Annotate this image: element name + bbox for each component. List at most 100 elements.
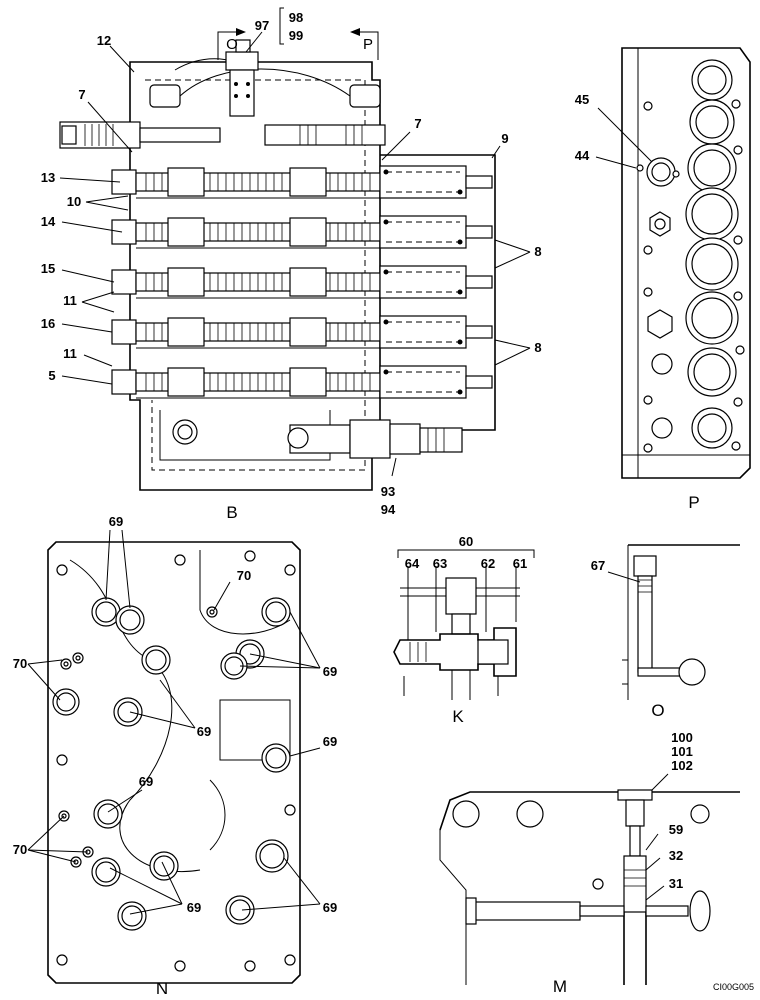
drawing-code: CI00G005: [713, 982, 754, 992]
callout-61: 61: [513, 556, 527, 571]
callout-98: 98: [289, 10, 303, 25]
callout-62: 62: [481, 556, 495, 571]
spring-cap: [379, 365, 493, 399]
face-port: [91, 857, 121, 887]
cap-plug: [465, 225, 493, 239]
cap-body: [379, 315, 467, 349]
port-bore: [259, 843, 285, 869]
cap-body: [379, 165, 467, 199]
bolt-hole: [731, 441, 741, 451]
callout-69-bottom-center: 69: [187, 900, 201, 915]
view-label-k: K: [452, 707, 464, 726]
port-bore: [265, 747, 287, 769]
spool-end-cap: [111, 269, 137, 295]
callout-11-lower: 11: [63, 346, 77, 361]
callout-13: 13: [41, 170, 55, 185]
port-bore: [691, 193, 733, 235]
spool-row: [111, 217, 381, 249]
face-port: [685, 237, 739, 291]
face-port: [685, 187, 739, 241]
bolt: [457, 239, 463, 245]
face-port: [113, 697, 143, 727]
port-bore: [697, 413, 727, 443]
pilot-hole-inner: [75, 655, 81, 661]
bolt-hole: [643, 287, 653, 297]
face-port: [685, 291, 739, 345]
spool-port: [289, 217, 327, 247]
pilot-hole: [206, 606, 218, 618]
face-port: [261, 743, 291, 773]
cap-body: [379, 265, 467, 299]
face-port: [687, 143, 737, 193]
bolt: [457, 339, 463, 345]
port-bore: [119, 609, 141, 631]
callout-69-top: 69: [109, 514, 123, 529]
callout-59: 59: [669, 822, 683, 837]
bolt: [457, 189, 463, 195]
spool-end-cap: [111, 319, 137, 345]
spool-port: [289, 167, 327, 197]
bolt-hole: [733, 235, 743, 245]
face-port: [687, 347, 737, 397]
bolt-hole: [56, 754, 68, 766]
callout-14: 14: [41, 214, 56, 229]
view-label-n: N: [156, 979, 168, 998]
section-mark-o: O: [226, 36, 238, 53]
callout-9: 9: [501, 131, 508, 146]
pilot-hole: [72, 652, 84, 664]
spool-port: [167, 367, 205, 397]
spool-port: [167, 217, 205, 247]
spool-row: [111, 367, 381, 399]
face-port: [115, 605, 145, 635]
bolt-hole: [174, 554, 186, 566]
bolt: [457, 289, 463, 295]
port-bore: [121, 905, 143, 927]
spring-cap: [379, 215, 493, 249]
bolt: [383, 219, 389, 225]
port-bore: [117, 701, 139, 723]
spring-cap: [379, 315, 493, 349]
bolt-hole: [733, 145, 743, 155]
spool-sections: [111, 167, 381, 399]
view-label-m: M: [553, 977, 567, 996]
callout-44: 44: [575, 148, 590, 163]
port-bore: [691, 243, 733, 285]
port-bore: [695, 105, 729, 139]
pilot-hole: [60, 658, 72, 670]
spring-cap: [379, 165, 493, 199]
callout-102: 102: [671, 758, 693, 773]
callout-100: 100: [671, 730, 693, 745]
callout-16: 16: [41, 316, 55, 331]
spool-end-cap: [111, 219, 137, 245]
callout-45: 45: [575, 92, 589, 107]
bolt-hole: [733, 397, 743, 407]
view-label-b: B: [226, 503, 237, 522]
face-port: [141, 645, 171, 675]
bolt: [383, 269, 389, 275]
callout-11-upper: 11: [63, 293, 77, 308]
spool-row: [111, 317, 381, 349]
callout-67: 67: [591, 558, 605, 573]
callout-15: 15: [41, 261, 55, 276]
callout-70-left: 70: [13, 656, 27, 671]
bolt: [383, 169, 389, 175]
spool-end-cap: [111, 369, 137, 395]
spring-cap: [379, 265, 493, 299]
face-port: [117, 901, 147, 931]
bolt-hole: [643, 101, 653, 111]
face-port: [261, 597, 291, 627]
face-port: [91, 597, 121, 627]
bolt-hole: [643, 443, 653, 453]
port-bore: [691, 297, 733, 339]
view-label-p: P: [688, 493, 699, 512]
callout-64: 64: [405, 556, 420, 571]
port-bore: [693, 149, 731, 187]
callout-69-center: 69: [139, 774, 153, 789]
port-bore: [95, 861, 117, 883]
callout-99: 99: [289, 28, 303, 43]
callout-8-upper: 8: [534, 244, 541, 259]
section-mark-p: P: [363, 36, 373, 53]
cap-body: [379, 365, 467, 399]
spool-port: [167, 167, 205, 197]
